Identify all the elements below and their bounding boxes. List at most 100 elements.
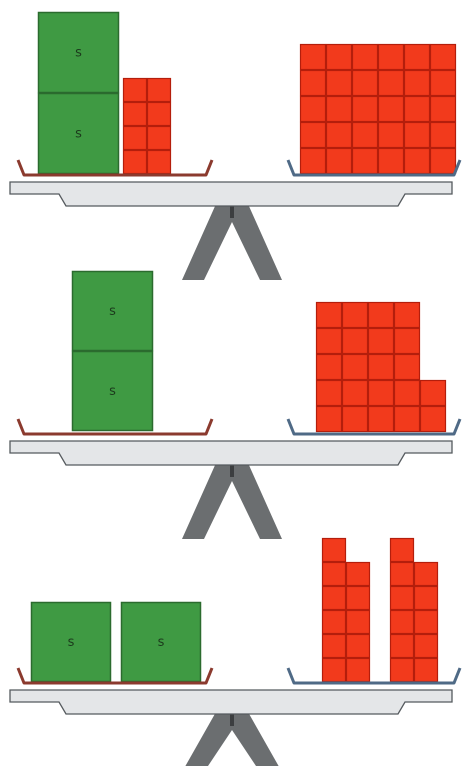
s-block-label: s bbox=[109, 304, 116, 319]
unit-cube bbox=[391, 587, 414, 610]
unit-cube bbox=[124, 151, 147, 174]
unit-cube bbox=[369, 407, 394, 432]
unit-cube bbox=[379, 97, 404, 122]
unit-cube bbox=[431, 71, 456, 96]
unit-cube bbox=[301, 123, 326, 148]
unit-cube bbox=[395, 355, 420, 380]
unit-cube bbox=[317, 381, 342, 406]
unit-cube bbox=[327, 45, 352, 70]
unit-cube bbox=[391, 611, 414, 634]
unit-cube bbox=[391, 635, 414, 658]
unit-cube bbox=[421, 381, 446, 406]
unit-cube bbox=[415, 659, 438, 682]
s-block: s bbox=[32, 603, 111, 682]
scale-1-right-load bbox=[301, 45, 456, 174]
unit-cube bbox=[347, 587, 370, 610]
unit-cube bbox=[405, 123, 430, 148]
unit-cube bbox=[301, 149, 326, 174]
unit-cube bbox=[395, 329, 420, 354]
unit-cube bbox=[353, 45, 378, 70]
scale-2: ss bbox=[10, 272, 460, 540]
unit-cube bbox=[323, 563, 346, 586]
unit-cube bbox=[369, 355, 394, 380]
unit-cube bbox=[353, 97, 378, 122]
unit-cube bbox=[353, 123, 378, 148]
s-block-label: s bbox=[75, 127, 82, 142]
unit-cube bbox=[395, 381, 420, 406]
beam bbox=[10, 441, 452, 465]
unit-cube bbox=[347, 611, 370, 634]
unit-cube bbox=[317, 355, 342, 380]
scale-1: ss bbox=[10, 13, 460, 281]
unit-cube bbox=[327, 149, 352, 174]
unit-cube bbox=[405, 149, 430, 174]
unit-cube bbox=[369, 303, 394, 328]
unit-cube bbox=[431, 149, 456, 174]
unit-cube bbox=[391, 539, 414, 562]
beam bbox=[10, 690, 452, 714]
unit-cube bbox=[343, 355, 368, 380]
unit-cube bbox=[148, 103, 171, 126]
unit-cube bbox=[347, 563, 370, 586]
unit-cube bbox=[395, 407, 420, 432]
unit-cube bbox=[347, 635, 370, 658]
s-block-label: s bbox=[158, 635, 165, 650]
unit-cube bbox=[343, 303, 368, 328]
unit-cube bbox=[317, 407, 342, 432]
unit-cube bbox=[323, 539, 346, 562]
unit-cube bbox=[148, 127, 171, 150]
unit-cube bbox=[343, 407, 368, 432]
scale-1-left-load: ss bbox=[39, 13, 171, 174]
unit-cube bbox=[415, 611, 438, 634]
s-block-label: s bbox=[68, 635, 75, 650]
unit-cube bbox=[431, 45, 456, 70]
unit-cube bbox=[353, 149, 378, 174]
beam bbox=[10, 182, 452, 206]
s-block: s bbox=[73, 272, 153, 351]
unit-cube bbox=[323, 587, 346, 610]
scale-2-right-load bbox=[317, 303, 446, 432]
unit-cube bbox=[323, 611, 346, 634]
unit-cube bbox=[353, 71, 378, 96]
unit-cube bbox=[395, 303, 420, 328]
unit-cube bbox=[369, 381, 394, 406]
unit-cube bbox=[391, 563, 414, 586]
unit-cube bbox=[369, 329, 394, 354]
unit-cube bbox=[343, 329, 368, 354]
unit-cube bbox=[323, 635, 346, 658]
unit-cube bbox=[148, 79, 171, 102]
unit-cube bbox=[343, 381, 368, 406]
unit-cube bbox=[379, 45, 404, 70]
unit-cube bbox=[124, 103, 147, 126]
unit-cube bbox=[405, 45, 430, 70]
s-block: s bbox=[39, 13, 119, 93]
unit-cube bbox=[301, 45, 326, 70]
unit-cube bbox=[405, 71, 430, 96]
unit-cube bbox=[415, 587, 438, 610]
unit-cube bbox=[347, 659, 370, 682]
unit-cube bbox=[415, 635, 438, 658]
unit-cube bbox=[431, 97, 456, 122]
unit-cube bbox=[327, 71, 352, 96]
s-block-label: s bbox=[75, 46, 82, 61]
unit-cube bbox=[301, 97, 326, 122]
s-block: s bbox=[122, 603, 201, 682]
unit-cube bbox=[379, 71, 404, 96]
unit-cube bbox=[327, 97, 352, 122]
scale-3-right-load bbox=[323, 539, 438, 682]
unit-cube bbox=[421, 407, 446, 432]
unit-cube bbox=[405, 97, 430, 122]
s-block: s bbox=[73, 352, 153, 431]
unit-cube bbox=[323, 659, 346, 682]
unit-cube bbox=[379, 123, 404, 148]
unit-cube bbox=[431, 123, 456, 148]
unit-cube bbox=[317, 303, 342, 328]
unit-cube bbox=[301, 71, 326, 96]
unit-cube bbox=[379, 149, 404, 174]
s-block: s bbox=[39, 94, 119, 174]
unit-cube bbox=[124, 79, 147, 102]
unit-cube bbox=[415, 563, 438, 586]
unit-cube bbox=[391, 659, 414, 682]
